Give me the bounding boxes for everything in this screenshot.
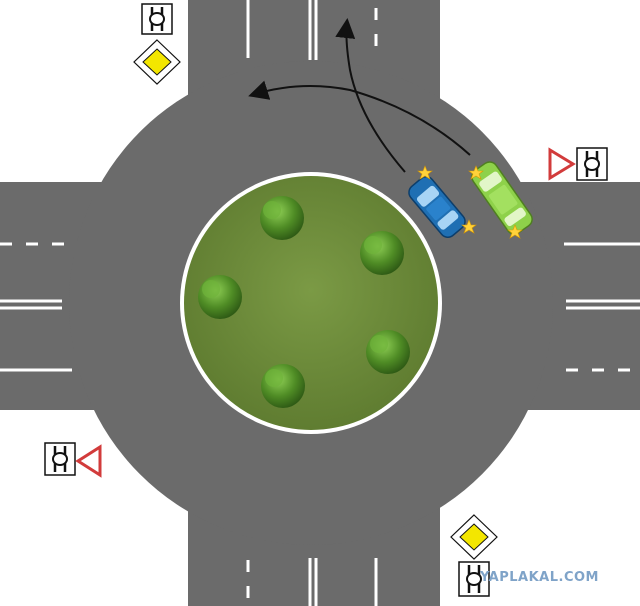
roundabout-sign-icon [141,3,173,35]
collision-star-icon [461,219,477,234]
straight-arrow [335,18,406,173]
watermark-text: YAPLAKAL.COM [479,570,599,585]
blue-car-icon [408,176,466,238]
trees [198,196,410,408]
sign-group-right [548,147,608,181]
roundabout-sign-icon [576,147,608,181]
corner-top-left [0,0,188,182]
tree-icon [360,231,404,275]
tree-icon [260,196,304,240]
trajectory-arrows [248,18,471,173]
priority-road-sign-icon [133,39,181,85]
left-turn-arrow [248,80,471,156]
tree-icon [366,330,410,374]
tree-icon [198,275,242,319]
roundabout-sign-icon [44,442,76,476]
priority-road-sign-icon [450,514,498,560]
corner-bottom-right [440,410,640,606]
collision-star-icon [468,165,484,180]
collision-star-icon [417,165,433,180]
sign-group-left [44,442,102,478]
roundabout-sign-icon [458,561,490,597]
yield-sign-icon [548,147,576,181]
sign-group-top [133,3,181,85]
corner-top-right [440,0,640,182]
sign-group-bottom [450,514,498,597]
collision-markers [417,165,523,239]
collision-star-icon [507,224,523,239]
yield-sign-icon [75,444,102,478]
green-car-icon [471,161,533,235]
tree-icon [261,364,305,408]
